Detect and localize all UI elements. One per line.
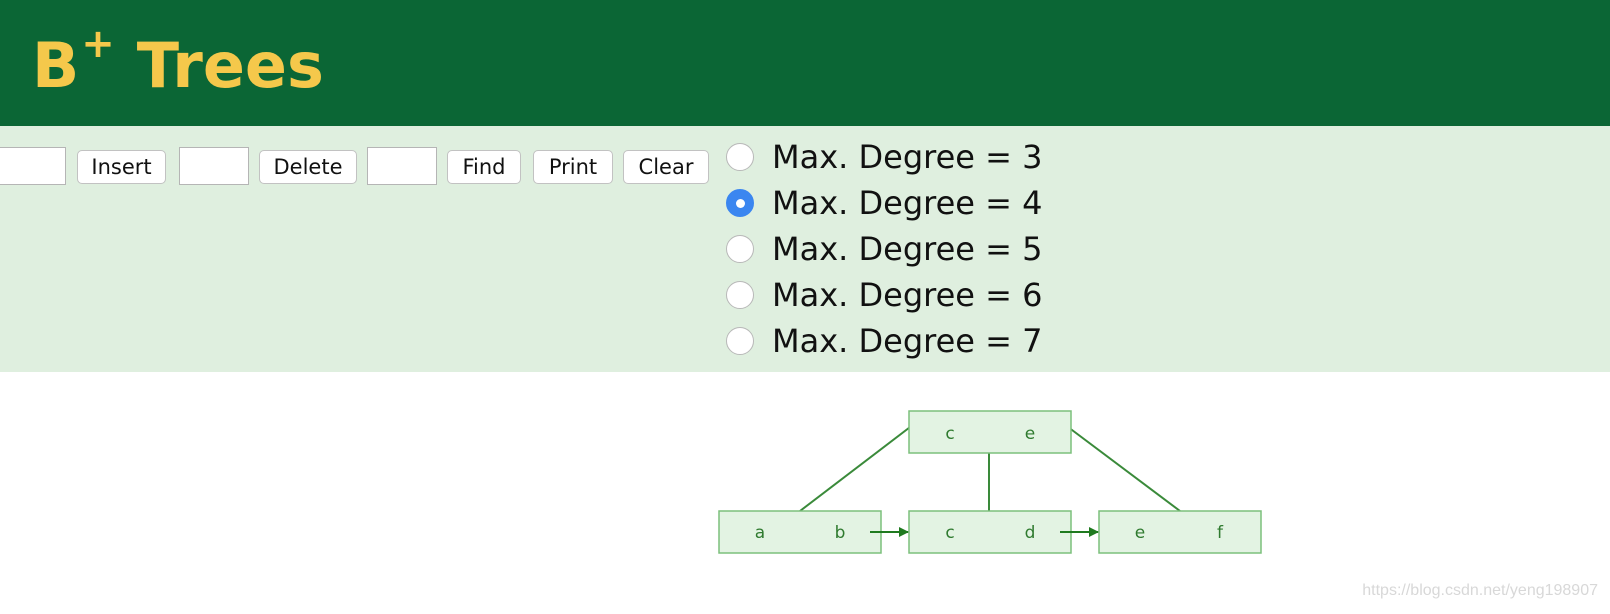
find-input[interactable] [367, 147, 437, 185]
title-word: Trees [136, 29, 324, 102]
find-button[interactable]: Find [447, 150, 521, 184]
leaf-3-key-2: f [1217, 523, 1224, 543]
degree-label-5: Max. Degree = 5 [772, 230, 1043, 268]
radio-degree-7[interactable] [726, 327, 754, 355]
leaf-1-key-1: a [755, 523, 765, 543]
leaf-1-key-2: b [835, 523, 846, 543]
tree-edge-right [1059, 420, 1181, 512]
root-key-2: e [1025, 424, 1035, 444]
page-title: B+ Trees [32, 21, 324, 116]
root-node-box [908, 410, 1072, 454]
watermark: https://blog.csdn.net/yeng198907 [1362, 582, 1598, 599]
insert-input[interactable] [0, 147, 66, 185]
degree-label-7: Max. Degree = 7 [772, 322, 1043, 360]
title-superscript: + [81, 21, 115, 67]
radio-degree-4[interactable] [726, 189, 754, 217]
print-button[interactable]: Print [533, 150, 613, 184]
title-letter: B [32, 29, 80, 102]
radio-degree-3[interactable] [726, 143, 754, 171]
tree-canvas: c e a b c d e f [718, 410, 1262, 554]
leaf-1-box [718, 510, 882, 554]
leaf-2-key-1: c [945, 523, 954, 543]
delete-button[interactable]: Delete [259, 150, 357, 184]
leaf-2-key-2: d [1025, 523, 1036, 543]
degree-option-4[interactable]: Max. Degree = 4 [726, 180, 1042, 226]
tree-root-node: c e [908, 410, 1072, 454]
tree-edge-left [799, 420, 919, 512]
radio-degree-5[interactable] [726, 235, 754, 263]
delete-input[interactable] [179, 147, 249, 185]
root-key-1: c [945, 424, 954, 444]
radio-degree-6[interactable] [726, 281, 754, 309]
insert-button[interactable]: Insert [77, 150, 166, 184]
degree-option-5[interactable]: Max. Degree = 5 [726, 226, 1042, 272]
leaf-3-box [1098, 510, 1262, 554]
degree-option-3[interactable]: Max. Degree = 3 [726, 134, 1042, 180]
control-panel: Insert Delete Find Print Clear Max. Degr… [0, 126, 1610, 372]
degree-label-6: Max. Degree = 6 [772, 276, 1043, 314]
degree-option-7[interactable]: Max. Degree = 7 [726, 318, 1042, 364]
leaf-3-key-1: e [1135, 523, 1145, 543]
degree-label-3: Max. Degree = 3 [772, 138, 1043, 176]
degree-label-4: Max. Degree = 4 [772, 184, 1043, 222]
tree-leaf-node-3: e f [1098, 510, 1262, 554]
clear-button[interactable]: Clear [623, 150, 709, 184]
degree-option-6[interactable]: Max. Degree = 6 [726, 272, 1042, 318]
tree-leaf-node-1: a b [718, 510, 882, 554]
header-bar: B+ Trees [0, 0, 1610, 126]
tree-leaf-node-2: c d [908, 510, 1072, 554]
leaf-2-box [908, 510, 1072, 554]
